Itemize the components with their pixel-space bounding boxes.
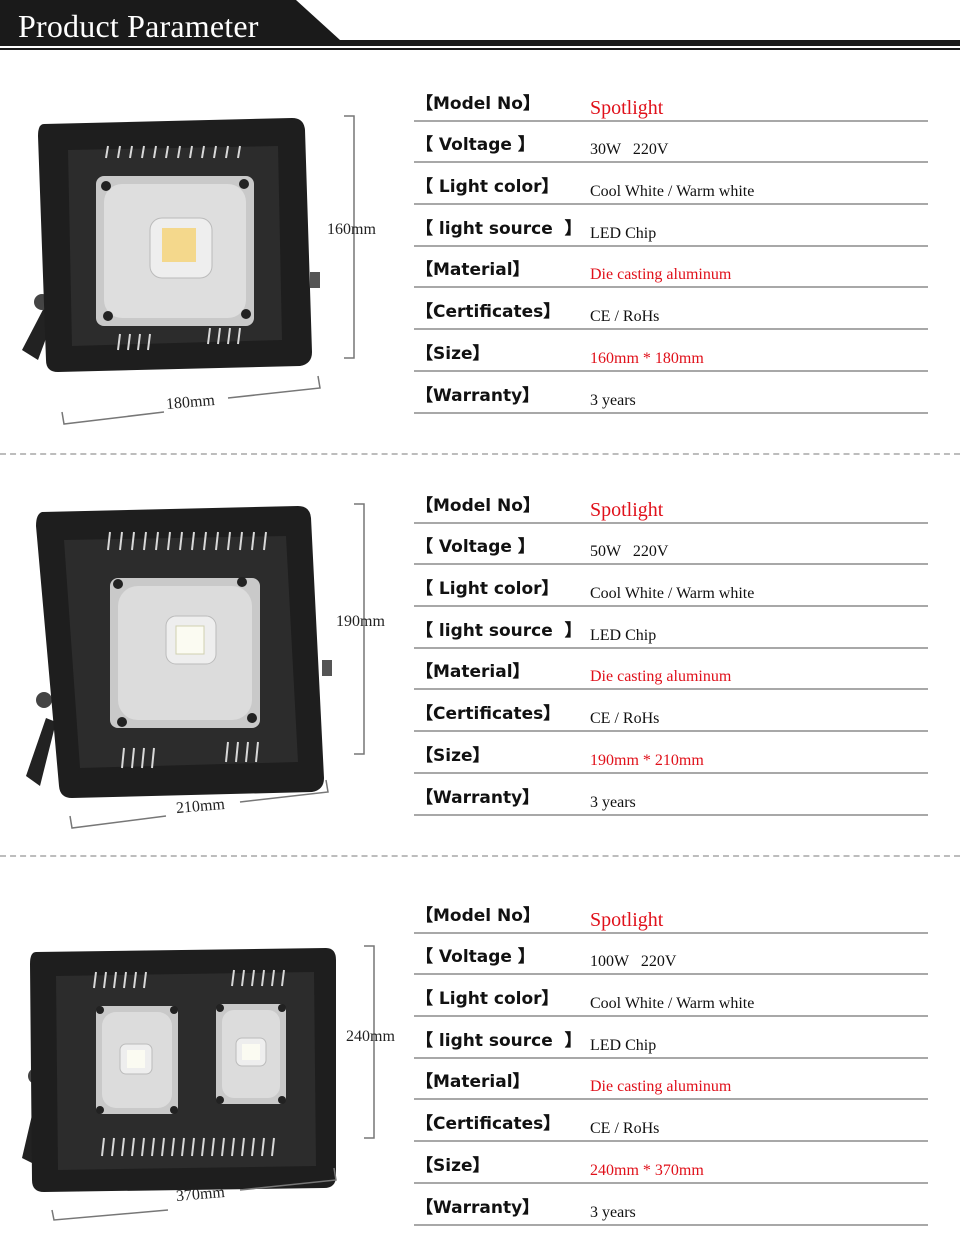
spec-key: 【 Light color】 [416,579,559,600]
floodlight-image-1 [22,115,355,425]
spec-row-certificates: 【Certificates】 CE / RoHs [414,1100,928,1143]
height-dimension-label: 190mm [336,613,385,630]
spec-row-material: 【Material】 Die casting aluminum [414,649,928,691]
spec-row-material: 【Material】 Die casting aluminum [414,1059,928,1101]
spec-row-light-source: 【 light source 】 LED Chip [414,205,928,247]
section-divider [0,855,960,857]
spec-row-light-color: 【 Light color】 Cool White / Warm white [414,565,928,608]
spec-row-light-color: 【 Light color】 Cool White / Warm white [414,975,928,1018]
spec-row-certificates: 【Certificates】 CE / RoHs [414,690,928,733]
spec-row-light-source: 【 light source 】 LED Chip [414,1017,928,1059]
spec-key: 【 light source 】 [416,1030,582,1051]
spec-row-model: 【Model No】 Spotlight [414,892,928,934]
spec-row-model: 【Model No】 Spotlight [414,482,928,524]
spec-row-model: 【Model No】 Spotlight [414,80,928,122]
spec-row-light-color: 【 Light color】 Cool White / Warm white [414,163,928,206]
spec-table-1: 【Model No】Spotlight 【 Voltage 】30W 220V … [414,80,928,414]
spec-value: Die casting aluminum [590,668,732,686]
spec-value: CE / RoHs [590,308,660,326]
spec-key: 【Certificates】 [416,704,561,725]
spec-table-2: 【Model No】Spotlight 【 Voltage 】50W 220V … [414,482,928,816]
spec-value: 190mm * 210mm [590,751,704,769]
spec-value: LED Chip [590,626,657,644]
floodlight-image-3 [22,945,375,1221]
spec-key: 【Warranty】 [416,1197,540,1218]
spec-key: 【 light source 】 [416,620,582,641]
spec-row-light-source: 【 light source 】 LED Chip [414,607,928,649]
height-dimension-label: 240mm [346,1028,395,1045]
product-section-1: 160mm 180mm 【Model No】Spotlight 【 Voltag… [0,0,960,452]
section-divider [0,453,960,455]
spec-value: 3 years [590,793,636,811]
spec-value: Cool White / Warm white [590,995,755,1013]
spec-value: 30W 220V [590,141,669,159]
spec-row-voltage: 【 Voltage 】 100W 220V [414,934,928,976]
spec-row-certificates: 【Certificates】 CE / RoHs [414,288,928,331]
header-banner-shape [0,0,960,50]
spec-value: 100W 220V [590,953,677,971]
spec-row-size: 【Size】 190mm * 210mm [414,732,928,774]
height-dimension-label: 160mm [327,221,376,238]
spec-value: Die casting aluminum [590,1078,732,1096]
spec-key: 【Size】 [416,343,490,364]
spec-value: Spotlight [590,498,664,521]
spec-row-voltage: 【 Voltage 】 30W 220V [414,122,928,164]
spec-key: 【Material】 [416,1072,530,1093]
spec-row-warranty: 【Warranty】 3 years [414,774,928,816]
spec-value: 50W 220V [590,543,669,561]
product-section-2: 190mm 210mm 【Model No】Spotlight 【 Voltag… [0,456,960,856]
product-section-3: 240mm 370mm 【Model No】Spotlight 【 Voltag… [0,858,960,1256]
spec-key: 【Material】 [416,260,530,281]
spec-key: 【 Light color】 [416,177,559,198]
spec-row-size: 【Size】 240mm * 370mm [414,1142,928,1184]
spec-key: 【Size】 [416,1155,490,1176]
spec-value: Cool White / Warm white [590,183,755,201]
spec-value: CE / RoHs [590,1120,660,1138]
spec-row-voltage: 【 Voltage 】 50W 220V [414,524,928,566]
page-title: Product Parameter [18,8,259,44]
spec-row-material: 【Material】 Die casting aluminum [414,247,928,289]
spec-table-3: 【Model No】 Spotlight 【 Voltage 】 100W 220V… [414,892,928,1226]
spec-key: 【 Voltage 】 [416,135,535,156]
spec-key: 【 light source 】 [416,218,582,239]
spec-value: Die casting aluminum [590,266,732,284]
spec-value: 240mm * 370mm [590,1161,704,1179]
spec-key: 【Warranty】 [416,787,540,808]
spec-key: 【Warranty】 [416,385,540,406]
spec-key: 【 Voltage 】 [416,947,535,968]
spec-value: LED Chip [590,1036,657,1054]
header-banner: Product Parameter [0,0,960,52]
spec-row-size: 【Size】 160mm * 180mm [414,330,928,372]
spec-value: 3 years [590,1203,636,1221]
spec-key: 【 Voltage 】 [416,537,535,558]
floodlight-image-2 [26,503,365,829]
spec-value: CE / RoHs [590,710,660,728]
spec-row-warranty: 【Warranty】 3 years [414,372,928,414]
spec-key: 【Model No】 [416,905,540,926]
spec-value: Spotlight [590,96,664,119]
spec-key: 【Material】 [416,662,530,683]
spec-value: 3 years [590,391,636,409]
spec-key: 【Model No】 [416,495,540,516]
spec-key: 【Certificates】 [416,1114,561,1135]
spec-value: Spotlight [590,908,664,931]
spec-row-warranty: 【Warranty】 3 years [414,1184,928,1226]
spec-key: 【Model No】 [416,93,540,114]
spec-key: 【 Light color】 [416,989,559,1010]
spec-value: LED Chip [590,224,657,242]
spec-key: 【Certificates】 [416,302,561,323]
spec-value: 160mm * 180mm [590,349,704,367]
spec-value: Cool White / Warm white [590,585,755,603]
spec-key: 【Size】 [416,745,490,766]
